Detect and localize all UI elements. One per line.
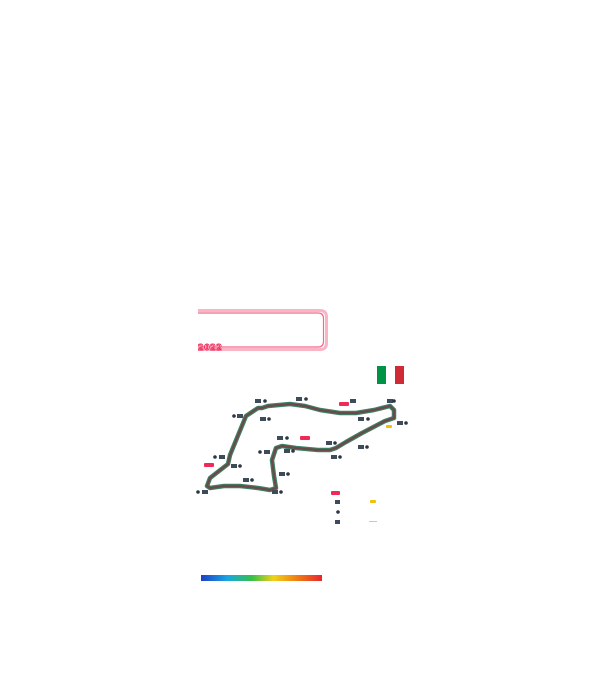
corner-badge (350, 399, 356, 403)
marshal-post-icon (336, 510, 340, 514)
marshal-post-icon (404, 421, 408, 425)
marshal-post-icon (250, 478, 254, 482)
corner-badge (326, 441, 332, 445)
season-year: 2022 (198, 343, 223, 352)
track-line (205, 402, 396, 492)
corner-badge (264, 450, 270, 454)
marshal-post-icon (258, 450, 262, 454)
marshal-post-icon (238, 464, 242, 468)
flag-white-stripe (386, 366, 395, 384)
corner-badge (272, 490, 278, 494)
corner-badge (260, 417, 266, 421)
corner-badge (237, 414, 243, 418)
legend (331, 491, 377, 524)
speed-trap-icon (370, 500, 376, 503)
speed-colorbar (201, 575, 322, 581)
corner-badge (202, 490, 208, 494)
corner-badge (331, 455, 337, 459)
drs-zone-icon (204, 463, 214, 467)
drs-zone-icon (339, 402, 349, 406)
marshal-post-icon (304, 397, 308, 401)
corner-badge (255, 399, 261, 403)
corner-badge (277, 436, 283, 440)
marshal-post-icon (366, 417, 370, 421)
italian-flag-icon (377, 366, 404, 384)
flag-red-stripe (395, 366, 404, 384)
title-frame (198, 309, 328, 351)
speed-trap-icon (386, 425, 392, 428)
drs-markers (204, 402, 349, 467)
corner-badge (358, 445, 364, 449)
corner-badge (284, 449, 290, 453)
corner-badge-icon (335, 500, 340, 504)
marshal-post-icon (279, 490, 283, 494)
corner-badge (219, 455, 225, 459)
corner-badge (397, 421, 403, 425)
marshal-post-icon (365, 445, 369, 449)
marshal-post-icon (213, 455, 217, 459)
corner-badge (231, 464, 237, 468)
marshal-post-icon (232, 414, 236, 418)
corner-badge (387, 399, 393, 403)
marshal-post-icon (267, 417, 271, 421)
corner-badges (202, 397, 403, 494)
marshal-post-icon (286, 472, 290, 476)
marshal-post-icon (338, 455, 342, 459)
flag-green-stripe (377, 366, 386, 384)
marshal-posts (196, 397, 408, 494)
legend-line-icon (369, 521, 377, 522)
drs-zone-icon (300, 436, 310, 440)
corner-badge (279, 472, 285, 476)
corner-badge (358, 417, 364, 421)
drs-zone-icon (331, 491, 340, 495)
marshal-post-icon (333, 441, 337, 445)
corner-badge (296, 397, 302, 401)
marshal-post-icon (196, 490, 200, 494)
marshal-post-icon (392, 399, 396, 403)
corner-badge (243, 478, 249, 482)
marshal-post-icon (291, 449, 295, 453)
marshal-post-icon (263, 399, 267, 403)
sector-badge-icon (335, 520, 340, 524)
marshal-post-icon (285, 436, 289, 440)
